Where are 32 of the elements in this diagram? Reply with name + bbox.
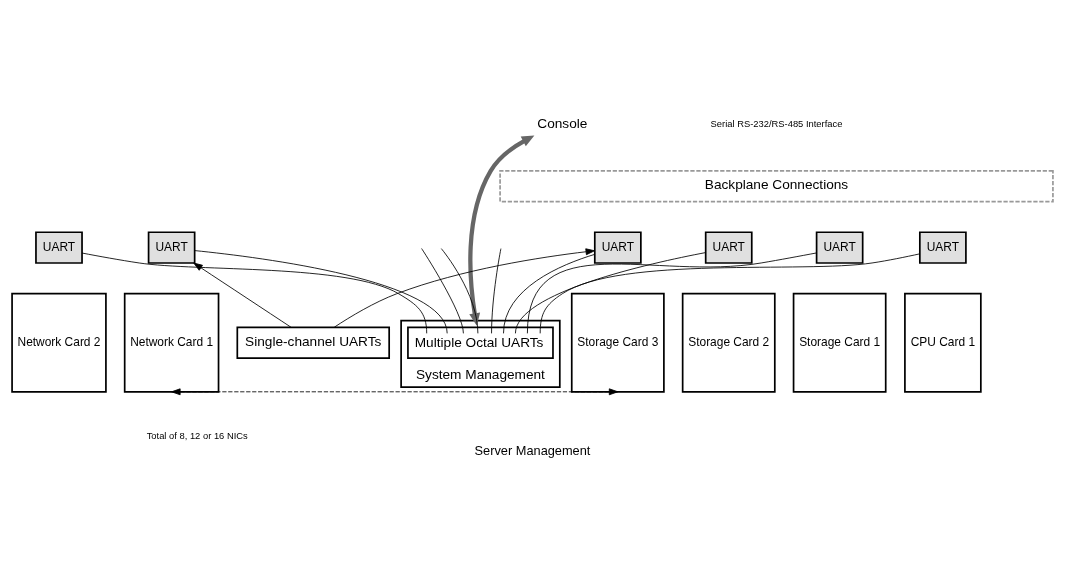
connector (491, 248, 502, 334)
node-box: Network Card 1 (123, 292, 220, 393)
label: Serial RS-232/RS-485 Interface (710, 119, 843, 130)
node-box: UART (815, 231, 864, 264)
connector (503, 253, 596, 334)
node-box: UART (35, 231, 83, 264)
node-box: CPU Card 1 (904, 292, 982, 393)
node-box: Storage Card 3 (570, 292, 665, 393)
node-box: UART (147, 231, 196, 264)
arrow (171, 388, 619, 396)
node-box: UART (919, 231, 967, 264)
connector (194, 250, 448, 334)
node-text: Console (537, 116, 588, 132)
node-box: Multiple Octal UARTs (407, 326, 554, 359)
node-box: UART (593, 231, 642, 264)
connector (539, 253, 921, 334)
arrow (468, 135, 535, 326)
connector (526, 252, 817, 334)
node-box: Storage Card 1 (792, 292, 887, 393)
node-box: Backplane Connections (499, 170, 1054, 203)
node-box: Storage Card 2 (681, 292, 776, 393)
arrow (193, 262, 292, 328)
connector (515, 252, 706, 334)
connector (421, 248, 464, 334)
caption: Server Management (474, 442, 591, 458)
arrow (333, 248, 595, 328)
edge-label: Total of 8, 12 or 16 NICs (146, 430, 248, 441)
node-box: Network Card 2 (11, 292, 107, 393)
connector (440, 248, 479, 334)
node-box: Single-channel UARTs (236, 326, 391, 359)
node-box: UART (704, 231, 753, 264)
connector (81, 252, 428, 334)
